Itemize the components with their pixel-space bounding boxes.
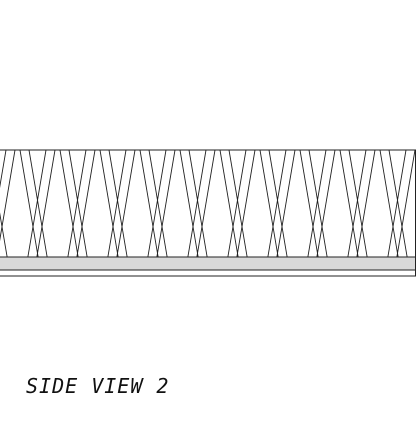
strand-line <box>179 149 201 269</box>
strand-line <box>314 149 336 269</box>
strand-line <box>148 149 170 269</box>
strand-line <box>348 149 370 269</box>
strand-line <box>74 149 96 269</box>
strand-line <box>99 149 121 269</box>
strand-line <box>0 212 10 269</box>
strand-line <box>0 149 7 189</box>
strand-line <box>59 149 81 269</box>
strand-line <box>299 149 321 269</box>
base-strip <box>0 257 416 270</box>
strand-line <box>188 149 210 269</box>
strand-line <box>265 149 287 269</box>
strand-line <box>234 149 256 269</box>
strand-line <box>194 149 216 269</box>
strand-line <box>394 149 416 269</box>
strand-line <box>145 149 167 269</box>
strand-line <box>219 149 241 269</box>
strand-line <box>68 149 90 269</box>
strand-line <box>25 149 47 269</box>
strand-line <box>308 149 330 269</box>
strand-line <box>274 149 296 269</box>
strand-line <box>259 149 281 269</box>
strand-line <box>0 149 16 242</box>
strand-line <box>354 149 376 269</box>
strand-line <box>385 149 407 269</box>
woven-strands <box>0 149 416 269</box>
strand-line <box>65 149 87 269</box>
view-caption: SIDE VIEW 2 <box>26 374 170 398</box>
strand-line <box>185 149 207 269</box>
strand-line <box>379 149 401 269</box>
strand-line <box>345 149 367 269</box>
strand-line <box>268 149 290 269</box>
strand-line <box>19 149 41 269</box>
strand-line <box>105 149 127 269</box>
strand-line <box>225 149 247 269</box>
strand-line <box>139 149 161 269</box>
strand-line <box>388 149 410 269</box>
strand-line <box>34 149 56 269</box>
strand-line <box>228 149 250 269</box>
strand-line <box>108 149 130 269</box>
strand-line <box>305 149 327 269</box>
strand-line <box>28 149 50 269</box>
strand-line <box>339 149 361 269</box>
strand-line <box>114 149 136 269</box>
strand-line <box>154 149 176 269</box>
